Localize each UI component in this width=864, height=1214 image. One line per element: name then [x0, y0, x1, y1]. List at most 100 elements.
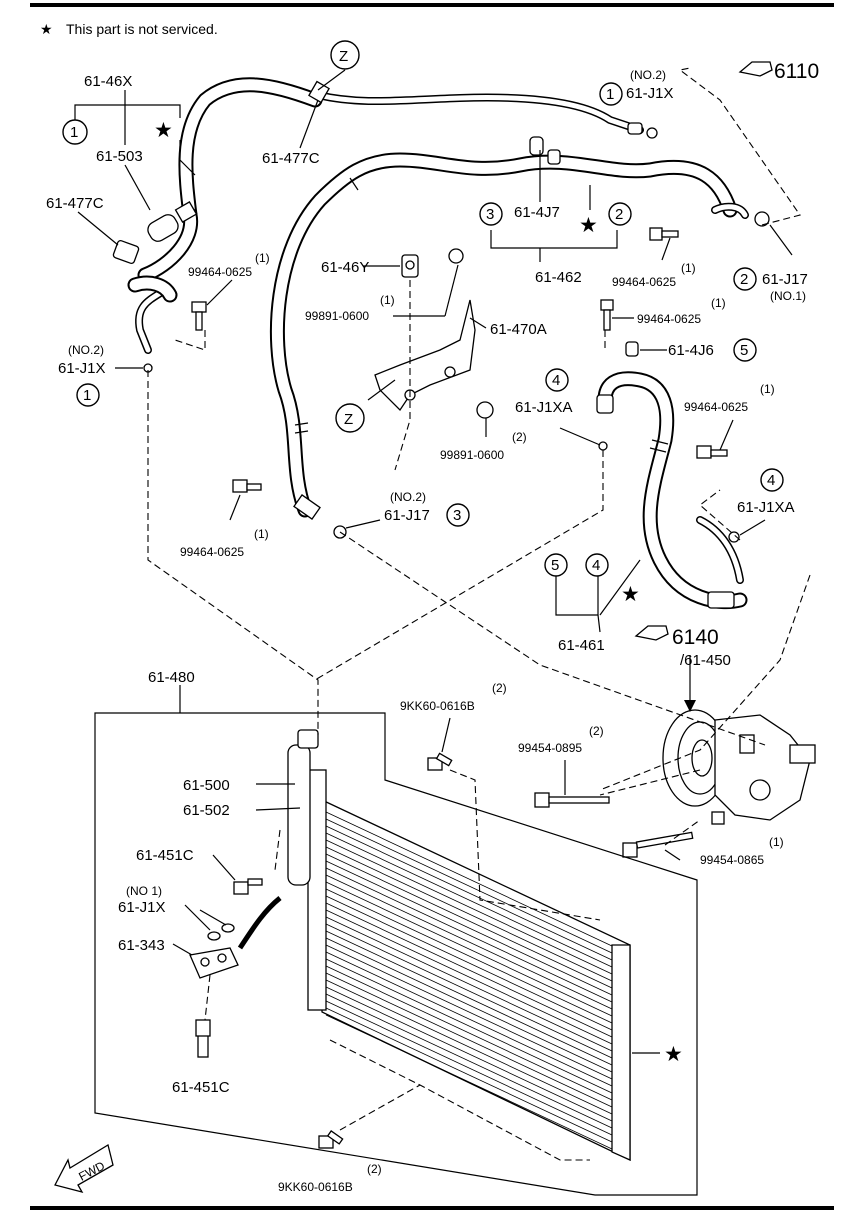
- label-61-477C-a: 61-477C: [46, 195, 104, 212]
- label-9KK60-0616B-a: 9KK60-0616B: [400, 699, 475, 713]
- label-61-470A: 61-470A: [490, 321, 547, 338]
- svg-text:4: 4: [767, 472, 775, 489]
- svg-text:4: 4: [552, 372, 560, 389]
- bolt-99464-0625-a: [191, 301, 207, 331]
- label-61-J1XA-a: 61-J1XA: [515, 399, 573, 416]
- label-61-J1XA-b: 61-J1XA: [737, 499, 795, 516]
- label-61-4J7: 61-4J7: [514, 204, 560, 221]
- svg-text:1: 1: [606, 86, 614, 103]
- nut-99891-0600-b: [476, 401, 494, 419]
- label-J1X-bottom-no: (NO 1): [126, 884, 162, 898]
- circle-z-b: Z: [335, 403, 365, 433]
- bolt-99464-0625-c: [600, 299, 614, 331]
- qty-0616-a: (2): [492, 681, 507, 695]
- label-61-46Y: 61-46Y: [321, 259, 369, 276]
- circle-5-b: 5: [544, 553, 568, 577]
- label-61-4J6: 61-4J6: [668, 342, 714, 359]
- circle-4-b: 4: [760, 468, 784, 492]
- label-61-503: 61-503: [96, 148, 143, 165]
- qty-0600-a: (1): [380, 293, 395, 307]
- label-61-500: 61-500: [183, 777, 230, 794]
- qty-0625-b: (1): [681, 261, 696, 275]
- label-61-343: 61-343: [118, 937, 165, 954]
- bolt-99454-0865: [622, 831, 694, 858]
- discharge-hose-61-461: [596, 371, 748, 610]
- circle-3-b: 3: [446, 503, 470, 527]
- svg-text:2: 2: [615, 206, 623, 223]
- label-61-480: 61-480: [148, 669, 195, 686]
- oring-J1XA-b: [728, 531, 740, 543]
- label-61-J17-mid: 61-J17: [384, 507, 430, 524]
- label-61-477C-b: 61-477C: [262, 150, 320, 167]
- left-liquid-pipe: [127, 275, 178, 354]
- star-61-503: ★: [154, 119, 173, 142]
- label-J1X-top-no: (NO.2): [630, 68, 666, 82]
- ref-6140[interactable]: 6140: [634, 625, 719, 649]
- oring-J1XA-a: [598, 441, 608, 451]
- svg-text:1: 1: [83, 387, 91, 404]
- star-61-461: ★: [621, 583, 640, 606]
- compressor-61-450: [662, 709, 816, 825]
- legend-text: This part is not serviced.: [66, 21, 218, 37]
- label-99454-0895: 99454-0895: [518, 741, 582, 755]
- bolt-9KK60-0616B-a: [427, 752, 453, 771]
- svg-text:1: 1: [70, 124, 78, 141]
- label-99464-0625-d: 99464-0625: [684, 400, 748, 414]
- svg-text:6110: 6110: [774, 60, 819, 83]
- qty-0895: (2): [589, 724, 604, 738]
- bolt-9KK60-0616B-b: [318, 1130, 344, 1149]
- label-99891-0600-b: 99891-0600: [440, 448, 504, 462]
- label-99464-0625-a: 99464-0625: [188, 265, 252, 279]
- valve-61-503: [147, 201, 198, 242]
- star-condenser: ★: [664, 1043, 683, 1066]
- circle-2-b: 2: [733, 267, 757, 291]
- suction-hose-61-46X: [137, 77, 323, 283]
- star-61-4J7: ★: [579, 214, 598, 237]
- qty-0865: (1): [769, 835, 784, 849]
- label-J17-mid-no: (NO.2): [390, 490, 426, 504]
- bracket-61-46Y: [401, 254, 419, 278]
- ref-6110[interactable]: 6110: [738, 60, 819, 83]
- circle-4-a: 4: [545, 368, 569, 392]
- bolt-99454-0895: [534, 792, 610, 808]
- condenser-core: [307, 769, 631, 1162]
- label-99464-0625-c: 99464-0625: [637, 312, 701, 326]
- condenser-group-outline: [94, 712, 698, 1196]
- bolt-61-451C-a: [233, 878, 263, 895]
- label-61-462: 61-462: [535, 269, 582, 286]
- legend-star: ★: [40, 21, 53, 37]
- oring-J1X-bottom-b: [221, 923, 235, 933]
- label-61-J1X-bottom: 61-J1X: [118, 899, 166, 916]
- qty-0625-a: (1): [255, 251, 270, 265]
- qty-0625-c: (1): [711, 296, 726, 310]
- ref-61-450[interactable]: /61-450: [680, 652, 731, 669]
- circle-5-a: 5: [733, 338, 757, 362]
- circle-1-b: 1: [599, 82, 623, 106]
- svg-text:4: 4: [592, 557, 600, 574]
- qty-0600-b: (2): [512, 430, 527, 444]
- svg-text:5: 5: [740, 342, 748, 359]
- label-99464-0625-e: 99464-0625: [180, 545, 244, 559]
- circle-2-a: 2: [608, 202, 632, 226]
- qty-0625-e: (1): [254, 527, 269, 541]
- qty-0616-b: (2): [367, 1162, 382, 1176]
- circle-1-c: 1: [76, 383, 100, 407]
- label-J1X-left-no: (NO.2): [68, 343, 104, 357]
- svg-text:6140: 6140: [672, 626, 719, 649]
- bracket-61-343: [189, 947, 239, 979]
- leader-lines: [74, 69, 793, 1054]
- fwd-arrow-icon: FWD: [54, 1143, 114, 1194]
- label-61-J1X-left: 61-J1X: [58, 360, 106, 377]
- svg-text:Z: Z: [344, 411, 353, 428]
- arrow-61-343: [237, 896, 282, 950]
- label-61-J1X-top: 61-J1X: [626, 85, 674, 102]
- qty-0625-d: (1): [760, 382, 775, 396]
- label-61-502: 61-502: [183, 802, 230, 819]
- circle-4-c: 4: [585, 553, 609, 577]
- arrow-to-compressor: [684, 700, 696, 712]
- circle-1-a: 1: [62, 119, 88, 145]
- circle-z-a: Z: [330, 40, 360, 70]
- cap-61-4J6: [625, 341, 639, 357]
- bolt-99464-0625-d: [696, 445, 728, 459]
